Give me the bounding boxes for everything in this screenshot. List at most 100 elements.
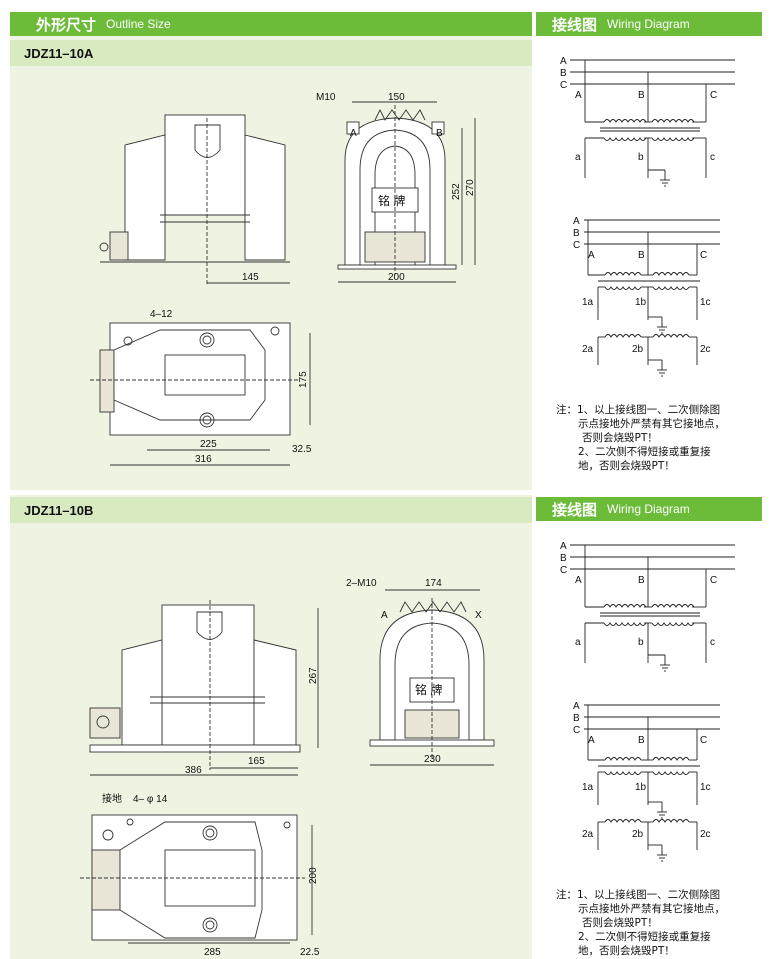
a-dim-150: 150 bbox=[388, 92, 405, 103]
outline-title-cn: 外形尺寸 bbox=[36, 16, 97, 34]
wiring-title-cn-a: 接线图 bbox=[552, 16, 598, 34]
sec-label: b bbox=[638, 152, 644, 163]
note-line-5: 地，否则会烧毁PT！ bbox=[578, 945, 675, 957]
a-plate: 铭 牌 bbox=[378, 193, 405, 208]
a-dim-316: 316 bbox=[195, 454, 212, 465]
note-line-3: 否则会烧毁PT！ bbox=[582, 917, 658, 929]
sec-label: c bbox=[710, 637, 715, 648]
sec-label: b bbox=[638, 637, 644, 648]
note-line-5: 地，否则会烧毁PT！ bbox=[578, 460, 675, 472]
a-dim-145: 145 bbox=[242, 272, 259, 283]
prim-label: B bbox=[638, 735, 645, 746]
sec-label: a bbox=[575, 637, 581, 648]
bus-label: B bbox=[573, 228, 580, 239]
prim-label: C bbox=[710, 90, 717, 101]
note-block-a: 注：1、以上接线图一、二次侧除图 示点接地外严禁有其它接地点， 否则会烧毁PT！… bbox=[556, 403, 756, 473]
prim-label: A bbox=[588, 735, 595, 746]
a-side-view bbox=[99, 114, 290, 285]
bus-label: B bbox=[560, 553, 567, 564]
secondary-coil bbox=[604, 286, 642, 290]
model-a-title: JDZ11–10A bbox=[10, 40, 532, 66]
secondary-coil bbox=[652, 819, 690, 823]
prim-label: A bbox=[575, 90, 582, 101]
a-dim-200: 200 bbox=[388, 272, 405, 283]
secondary-coil bbox=[604, 771, 642, 775]
sec-label: 1b bbox=[635, 297, 647, 308]
wiring-title-en-b: Wiring Diagram bbox=[607, 502, 690, 516]
prim-label: C bbox=[700, 250, 707, 261]
note-line-1: 注：1、以上接线图一、二次侧除图 bbox=[556, 404, 721, 416]
bus-label: B bbox=[560, 68, 567, 79]
bus-label: C bbox=[573, 240, 580, 251]
outline-title-en: Outline Size bbox=[106, 17, 171, 31]
primary-coil bbox=[651, 119, 695, 123]
b-dim-285: 285 bbox=[204, 947, 221, 958]
secondary-coil bbox=[652, 334, 690, 338]
b-plan-view bbox=[80, 814, 313, 944]
a-front-view bbox=[337, 101, 476, 283]
a-plan-view bbox=[90, 322, 311, 466]
note-line-3: 否则会烧毁PT！ bbox=[582, 432, 658, 444]
b-label-a: A bbox=[381, 610, 388, 621]
primary-coil bbox=[603, 119, 647, 123]
b-holes: 4– φ 14 bbox=[133, 794, 168, 805]
b-label-x: X bbox=[475, 610, 482, 621]
primary-coil bbox=[604, 757, 642, 761]
sec-label: 1a bbox=[582, 782, 594, 793]
sec-label: 2a bbox=[582, 829, 594, 840]
primary-coil bbox=[652, 757, 690, 761]
prim-label: C bbox=[700, 735, 707, 746]
prim-label: A bbox=[575, 575, 582, 586]
sec-label: 2a bbox=[582, 344, 594, 355]
b-dim-174: 174 bbox=[425, 578, 442, 589]
prim-label: C bbox=[710, 575, 717, 586]
a-dim-32: 32.5 bbox=[292, 444, 312, 455]
note-line-2: 示点接地外严禁有其它接地点， bbox=[578, 418, 725, 430]
sec-label: 1b bbox=[635, 782, 647, 793]
note-line-4: 2、二次侧不得短接或重复接 bbox=[578, 446, 711, 458]
b-front-view bbox=[369, 589, 495, 766]
sec-label: 2c bbox=[700, 829, 711, 840]
bus-label: A bbox=[560, 541, 567, 552]
sec-label: 1c bbox=[700, 297, 711, 308]
primary-coil bbox=[603, 604, 647, 608]
a-label-a: A bbox=[350, 128, 357, 139]
sec-label: a bbox=[575, 152, 581, 163]
b-dim-22: 22.5 bbox=[300, 947, 320, 958]
bus-label: A bbox=[573, 216, 580, 227]
secondary-coil bbox=[603, 137, 647, 141]
a-dim-175: 175 bbox=[298, 371, 309, 388]
a-dim-270: 270 bbox=[465, 179, 476, 196]
b-plate: 铭 牌 bbox=[415, 682, 442, 697]
b-dim-267: 267 bbox=[308, 667, 319, 684]
bus-label: C bbox=[560, 565, 567, 576]
sec-label: c bbox=[710, 152, 715, 163]
wiring-header-b: 接线图 Wiring Diagram bbox=[536, 497, 762, 521]
secondary-coil bbox=[652, 771, 690, 775]
sec-label: 2b bbox=[632, 344, 644, 355]
b-side-view bbox=[89, 600, 319, 776]
b-dim-230: 230 bbox=[424, 754, 441, 765]
b-label-m10: 2–M10 bbox=[346, 578, 377, 589]
bus-label: A bbox=[573, 701, 580, 712]
secondary-coil bbox=[603, 622, 647, 626]
secondary-coil bbox=[651, 622, 695, 626]
a-label-m10: M10 bbox=[316, 92, 336, 103]
primary-coil bbox=[651, 604, 695, 608]
bus-label: C bbox=[573, 725, 580, 736]
bus-label: C bbox=[560, 80, 567, 91]
wiring-title-en-a: Wiring Diagram bbox=[607, 17, 690, 31]
sec-label: 1c bbox=[700, 782, 711, 793]
a-holes: 4–12 bbox=[150, 309, 173, 320]
secondary-coil bbox=[651, 137, 695, 141]
secondary-coil bbox=[604, 334, 642, 338]
b-ground: 接地 bbox=[102, 792, 122, 805]
b-dim-200: 200 bbox=[308, 867, 319, 884]
prim-label: B bbox=[638, 250, 645, 261]
primary-coil bbox=[604, 272, 642, 276]
note-line-4: 2、二次侧不得短接或重复接 bbox=[578, 931, 711, 943]
sec-label: 2b bbox=[632, 829, 644, 840]
a-label-b: B bbox=[436, 128, 443, 139]
